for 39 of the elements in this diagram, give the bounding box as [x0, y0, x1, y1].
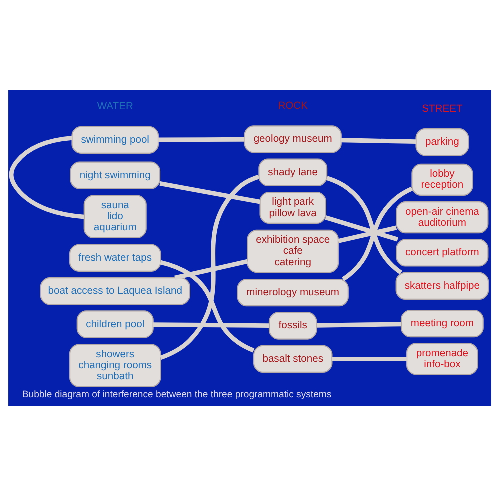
node-box: night swimming: [70, 162, 161, 190]
node-box: open-air cinema auditorium: [396, 202, 489, 234]
node-box: swimming pool: [72, 126, 160, 154]
connector: [338, 226, 398, 244]
node-box: fossils: [268, 312, 318, 340]
node-box: basalt stones: [253, 345, 333, 373]
node-box: sauna lido aquarium: [84, 195, 147, 238]
node-box: light park pillow lava: [260, 192, 326, 224]
node-box: concert platform: [396, 239, 489, 267]
node-box: exhibition space cafe catering: [247, 230, 339, 274]
connector: [342, 186, 414, 282]
connector: [325, 216, 399, 242]
node-box: skatters halfpipe: [396, 272, 490, 300]
connector: [160, 174, 260, 360]
connector: [326, 176, 402, 275]
node-box: boat access to Laquea Island: [40, 278, 190, 306]
node-box: promenade info-box: [406, 343, 478, 376]
node-box: lobby reception: [412, 164, 474, 196]
node-box: showers changing rooms sunbath: [69, 344, 162, 388]
label: STREET: [422, 104, 463, 115]
connector: [158, 137, 245, 142]
node-box: meeting room: [400, 310, 484, 338]
connector: [341, 138, 416, 144]
label: ROCK: [278, 100, 308, 112]
label: WATER: [97, 102, 134, 113]
connector: [332, 356, 407, 362]
caption: Bubble diagram of interference between the three programmatic systems: [22, 389, 332, 400]
node-box: parking: [416, 128, 470, 156]
connector: [174, 259, 248, 280]
node-box: children pool: [76, 310, 154, 338]
node-box: minerology museum: [237, 278, 349, 307]
connector: [153, 322, 270, 328]
connector: [9, 136, 84, 220]
node-box: shady lane: [258, 158, 328, 186]
connector: [316, 322, 402, 328]
connector: [160, 260, 255, 353]
node-box: geology museum: [244, 126, 342, 154]
node-box: fresh water taps: [69, 244, 162, 272]
connector: [160, 181, 261, 204]
